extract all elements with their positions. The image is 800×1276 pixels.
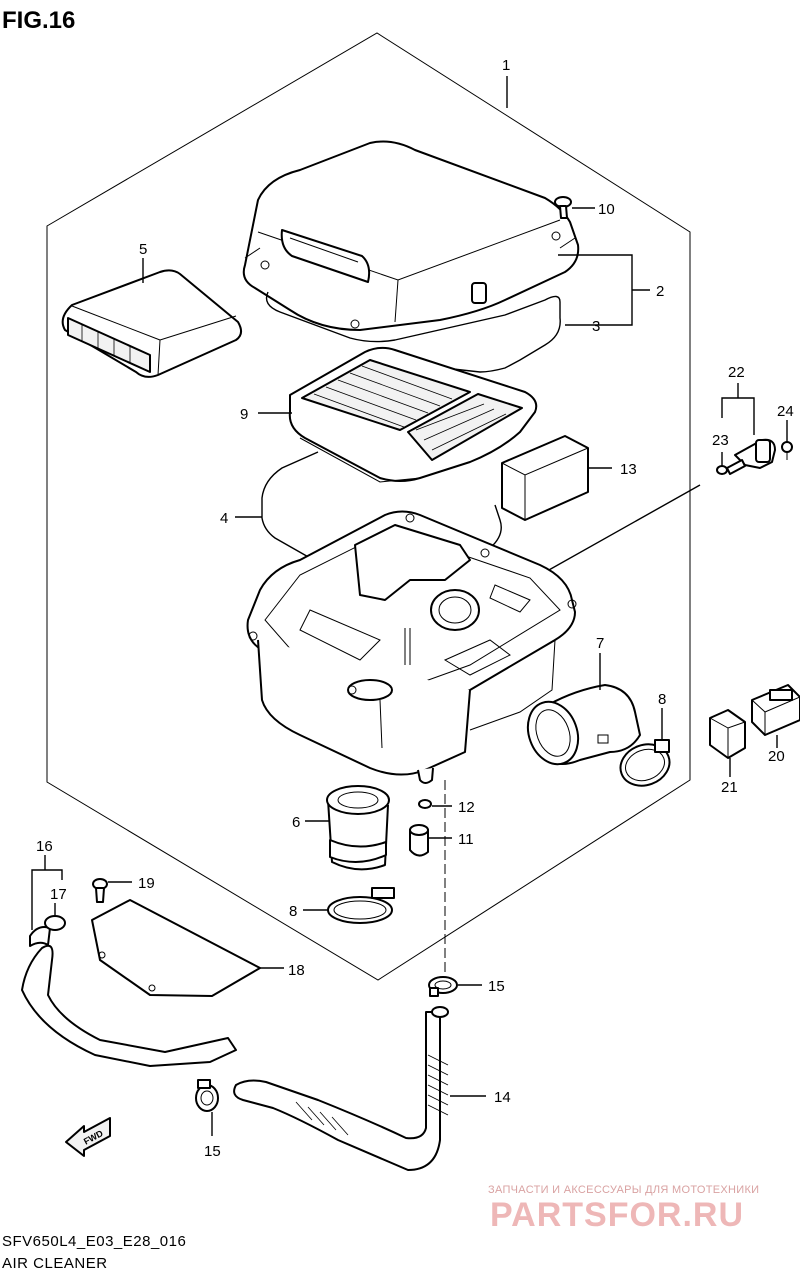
callout-16: 16 [36,838,53,855]
callout-10: 10 [598,201,615,218]
callout-20: 20 [768,748,785,765]
part-clamp-right [619,739,671,787]
leader-16 [31,869,63,930]
callout-7: 7 [596,635,604,652]
funnel-vents [81,325,131,362]
part-hose-clip-right [428,976,458,997]
part-intake-funnel [61,269,242,378]
watermark-brand: PARTSFOR.RU [490,1196,744,1234]
section-name: AIR CLEANER [2,1255,108,1272]
part-grommet [44,915,66,931]
callout-1: 1 [502,57,510,74]
part-joint-boot [326,785,390,871]
part-screw [554,196,572,219]
figure-title: FIG.16 [2,7,75,34]
part-cap [242,140,580,331]
callout-3: 3 [592,318,600,335]
part-cap-seal [265,291,561,373]
callout-11: 11 [458,831,474,848]
part-cover-plate [91,899,261,997]
part-connector-20 [751,684,800,736]
callout-2: 2 [656,283,664,300]
fwd-arrow: FWD [65,1117,111,1157]
callout-13: 13 [620,461,637,478]
callout-17: 17 [50,886,67,903]
callout-8-right: 8 [658,691,666,708]
callout-8-left: 8 [289,903,297,920]
watermark-tagline: ЗАПЧАСТИ И АКСЕССУАРЫ ДЛЯ МОТОТЕХНИКИ [488,1184,759,1196]
part-sponge-pad [501,435,589,521]
part-filter-element [288,346,538,483]
assembly-boundary [46,32,691,981]
callout-9: 9 [240,406,248,423]
part-clamp-left [327,887,395,924]
hose-reinforcement [295,1054,449,1136]
callout-14: 14 [494,1089,511,1106]
callout-23: 23 [712,432,729,449]
callout-6: 6 [292,814,300,831]
part-intake-pipe [526,684,641,766]
callout-5: 5 [139,241,147,258]
leader-22 [721,397,755,435]
filter-pleats [313,365,507,451]
part-connector-21 [709,709,746,759]
leader-1-case [539,484,701,576]
callout-22: 22 [728,364,745,381]
callout-15-right: 15 [488,978,505,995]
callout-4: 4 [220,510,228,527]
part-hose-clip-left [195,1079,219,1112]
part-plug [409,824,429,857]
callout-24: 24 [777,403,794,420]
part-sensor [716,438,793,475]
callout-15-left: 15 [204,1143,221,1160]
part-o-ring [418,799,432,809]
part-frame-bracket [21,926,237,1067]
part-drain-hose [233,1006,449,1171]
part-case [246,510,577,784]
callout-12: 12 [458,799,475,816]
part-clip-fastener [92,878,108,903]
callout-19: 19 [138,875,155,892]
callout-18: 18 [288,962,305,979]
model-code: SFV650L4_E03_E28_016 [2,1233,186,1250]
callout-21: 21 [721,779,738,796]
